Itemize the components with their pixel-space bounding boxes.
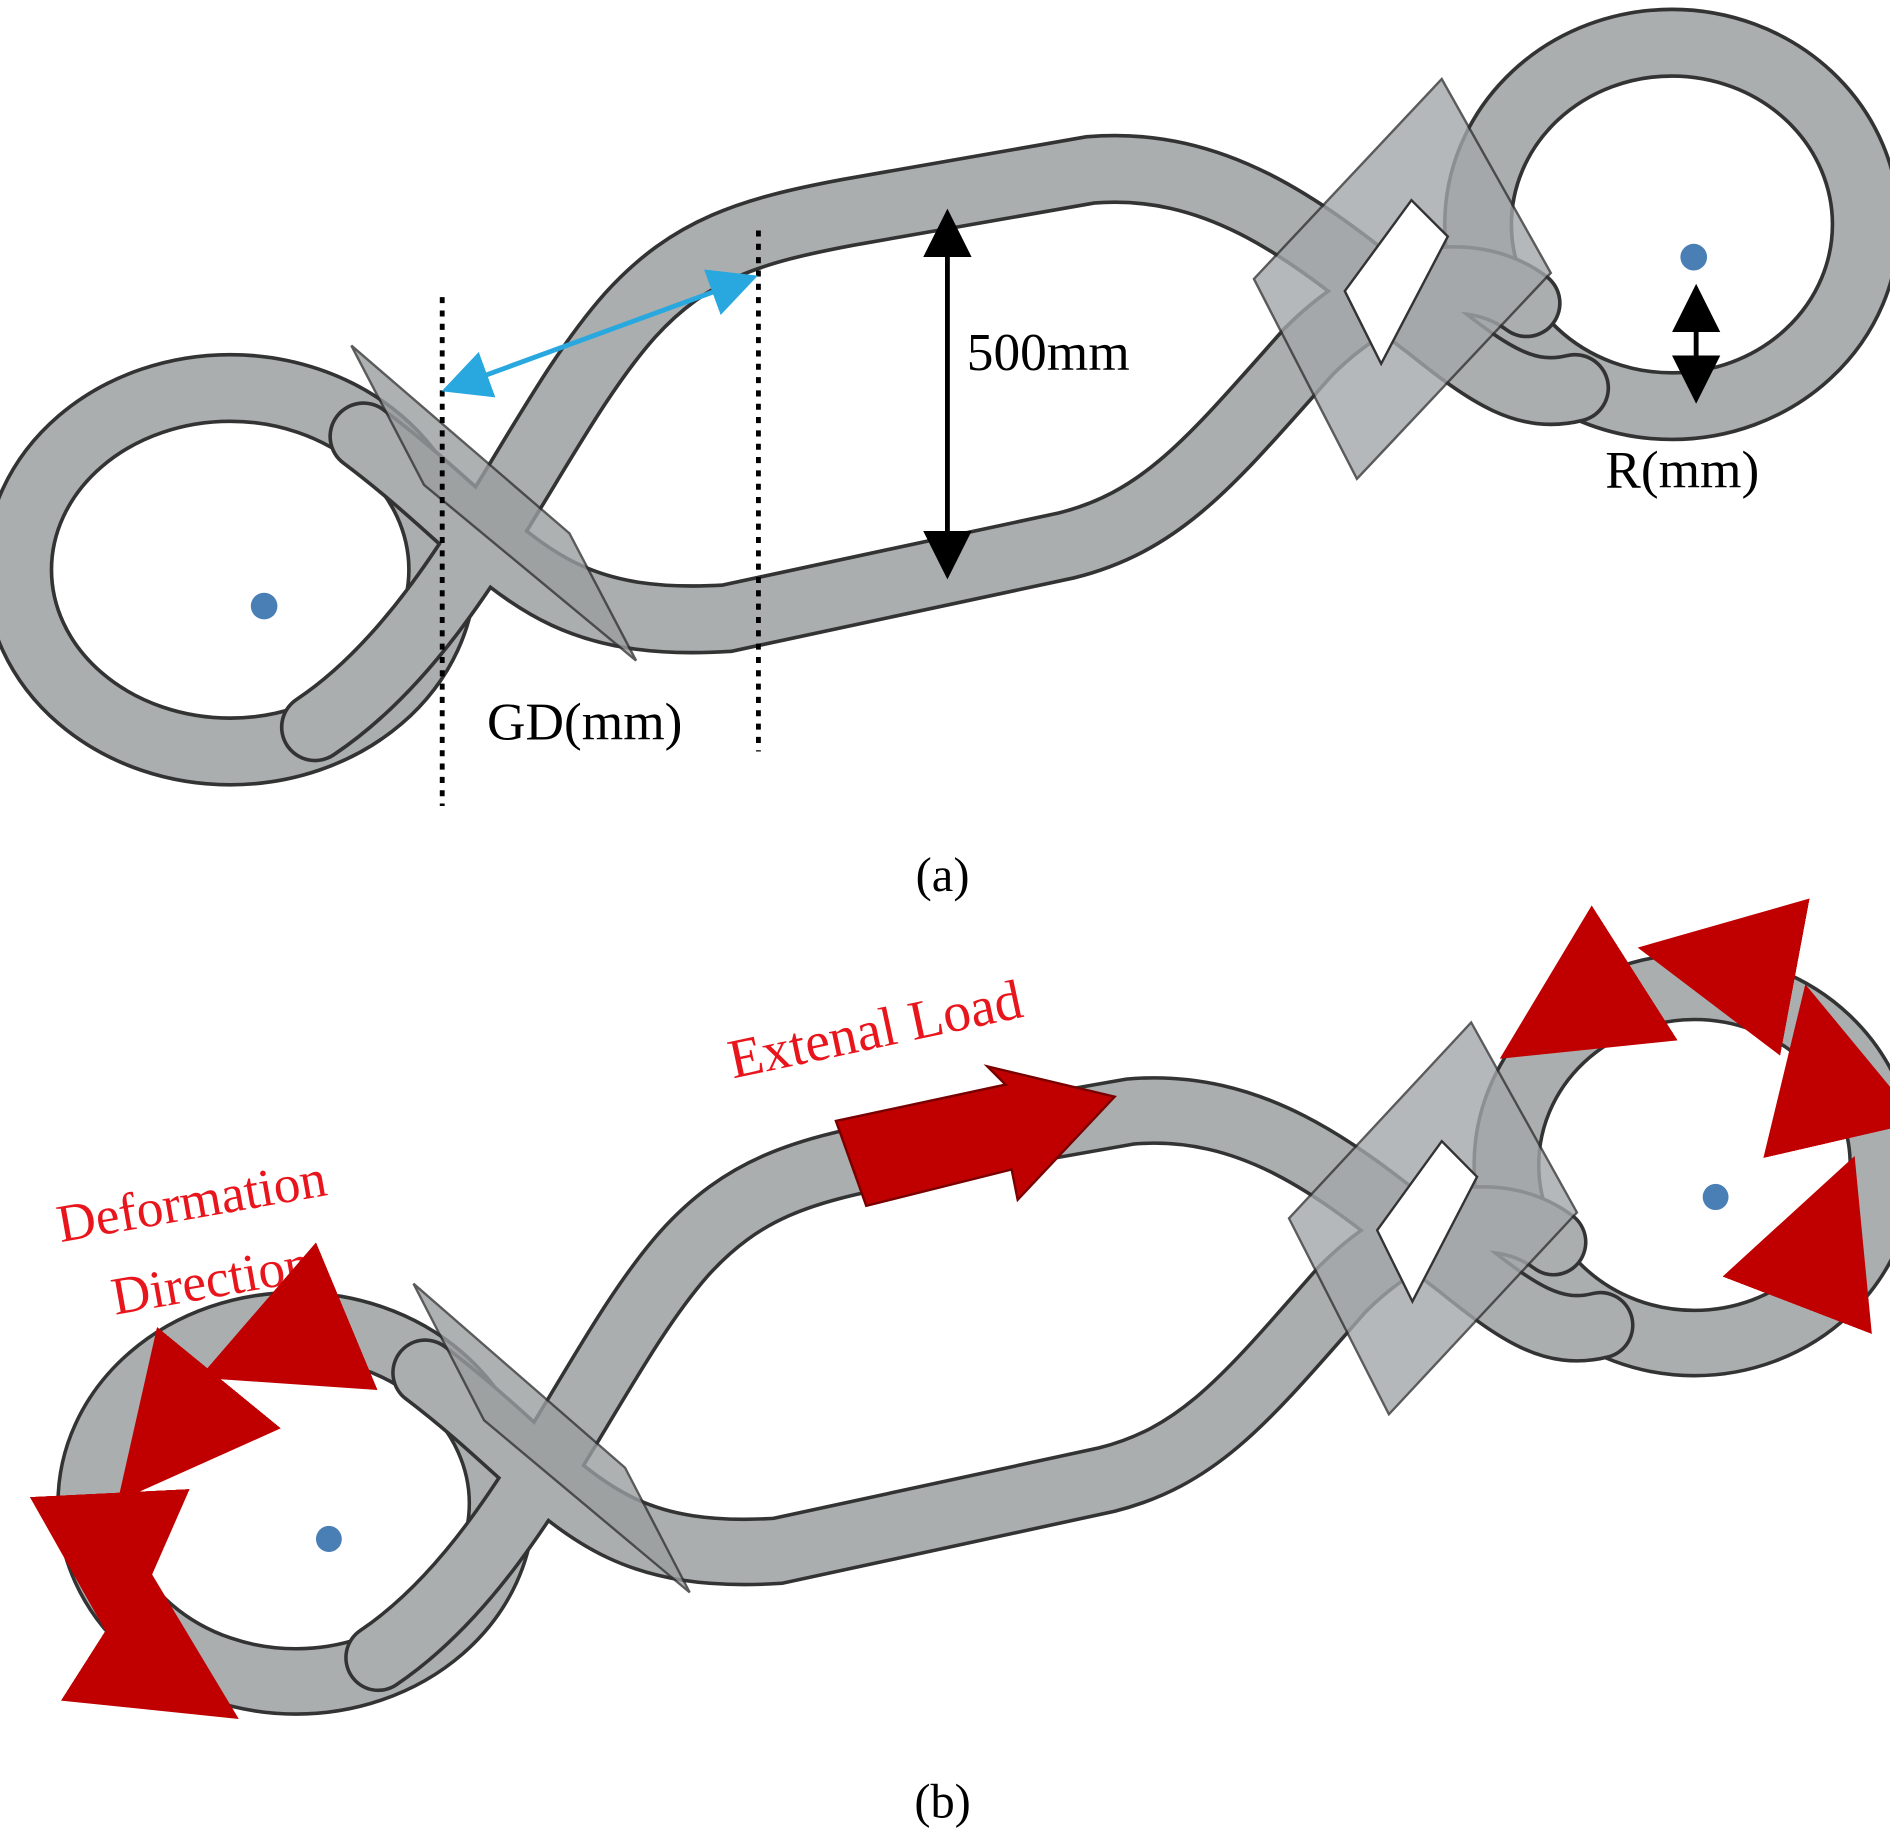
deformation-arrow <box>117 1327 281 1502</box>
gap-arrow <box>441 269 758 398</box>
height-label: 500mm <box>967 323 1130 382</box>
deformation-arrows-right <box>1499 898 1890 1334</box>
external-load-label: Extenal Load <box>723 969 1028 1092</box>
deformation-arrow <box>1637 898 1810 1056</box>
gap-label: GD(mm) <box>487 692 682 751</box>
deformation-arrow <box>1499 905 1678 1059</box>
deformation-arrow <box>60 1565 239 1720</box>
track-model-a <box>18 43 1866 752</box>
panel-a: 500mm R(mm) GD(mm) (a) <box>18 43 1866 902</box>
deformation-arrow <box>1722 1156 1872 1334</box>
caption-a: (a) <box>916 849 970 902</box>
deformation-arrows-left <box>29 1242 378 1720</box>
caption-b: (b) <box>914 1776 971 1829</box>
panel-b: Extenal Load Deformation Direction (b) <box>29 898 1890 1829</box>
deformation-arrow <box>1763 984 1890 1159</box>
radius-label: R(mm) <box>1605 440 1759 499</box>
external-load-arrow <box>834 1064 1117 1208</box>
deformation-arrow <box>29 1489 190 1653</box>
